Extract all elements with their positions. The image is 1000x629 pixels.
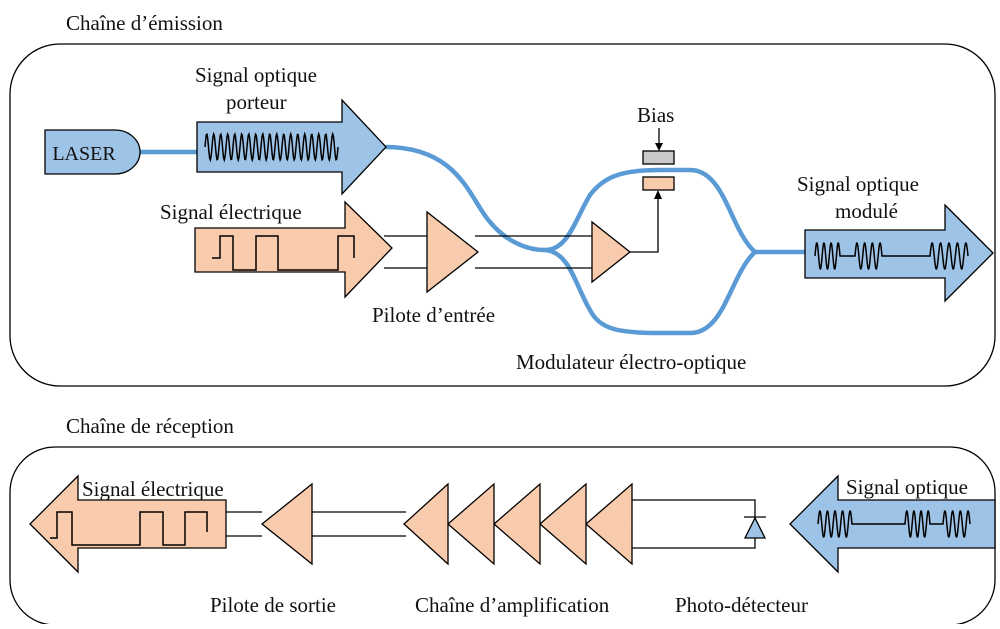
emission-frame (9, 43, 996, 387)
electrical-signal-label: Signal électrique (160, 200, 302, 224)
photodiode-triangle (743, 516, 767, 539)
laser-body (44, 129, 141, 175)
reception-electrical-label: Signal électrique (82, 477, 224, 501)
bias-label: Bias (637, 103, 674, 127)
modulated-signal-arrow (804, 203, 994, 303)
emission-fiber (137, 144, 808, 336)
optical-carrier-arrow-shape (196, 98, 387, 196)
modulator-label: Modulateur électro-optique (516, 350, 746, 374)
optical-carrier-label-1: Signal optique (195, 63, 317, 87)
wire-to-electrode (628, 195, 659, 253)
input-driver-amplifier (426, 210, 480, 294)
output-electrical-arrow-shape (29, 474, 227, 574)
mzi-upper-arm (382, 144, 808, 255)
optical-carrier-arrow (196, 98, 387, 196)
amp-stage-3 (539, 482, 587, 566)
driver-wires (384, 190, 662, 269)
electrical-square-wave (212, 235, 355, 271)
output-electrical-arrow (29, 474, 227, 574)
modulated-waveform (814, 242, 969, 270)
output-driver-label: Pilote de sortie (210, 593, 336, 617)
modulated-arrow-shape (804, 203, 994, 303)
modulated-label-1: Signal optique (797, 172, 919, 196)
rf-electrode (642, 176, 675, 191)
amp-stage-1 (447, 482, 495, 566)
amp-stage-2 (493, 482, 541, 566)
amp-stage-4 (585, 482, 633, 566)
electrode-arrowhead (654, 190, 662, 199)
reception-optical-label: Signal optique (846, 475, 968, 499)
rx-wire-bot-pd (632, 540, 756, 549)
electrical-signal-arrow-shape (194, 200, 393, 299)
electrical-signal-arrow (194, 200, 393, 299)
laser-label: LASER (52, 143, 116, 165)
photodetector-label: Photo-détecteur (675, 593, 808, 617)
laser-source: LASER (44, 129, 141, 175)
carrier-waveform (204, 131, 339, 163)
input-driver-label: Pilote d’entrée (372, 303, 495, 327)
reception-wires (226, 499, 756, 549)
bias-arrowhead (655, 143, 663, 151)
incoming-optical-arrow (789, 474, 996, 574)
amplification-chain (403, 482, 633, 566)
amp-stage-0 (403, 482, 449, 566)
output-driver-amplifier (260, 482, 313, 566)
optical-carrier-label-2: porteur (226, 90, 287, 114)
modulator-driver-amplifier (591, 220, 632, 284)
mzi-lower-arm (542, 247, 758, 336)
bias-electrode (642, 150, 675, 165)
emission-title: Chaîne d’émission (66, 11, 223, 35)
rx-wire-top-pd (632, 499, 756, 512)
output-square-wave (50, 511, 208, 546)
photodetector (743, 512, 767, 540)
reception-title: Chaîne de réception (66, 414, 234, 438)
modulated-label-2: modulé (835, 199, 898, 223)
incoming-modulated-waveform (817, 510, 971, 538)
amplification-label: Chaîne d’amplification (415, 593, 610, 617)
